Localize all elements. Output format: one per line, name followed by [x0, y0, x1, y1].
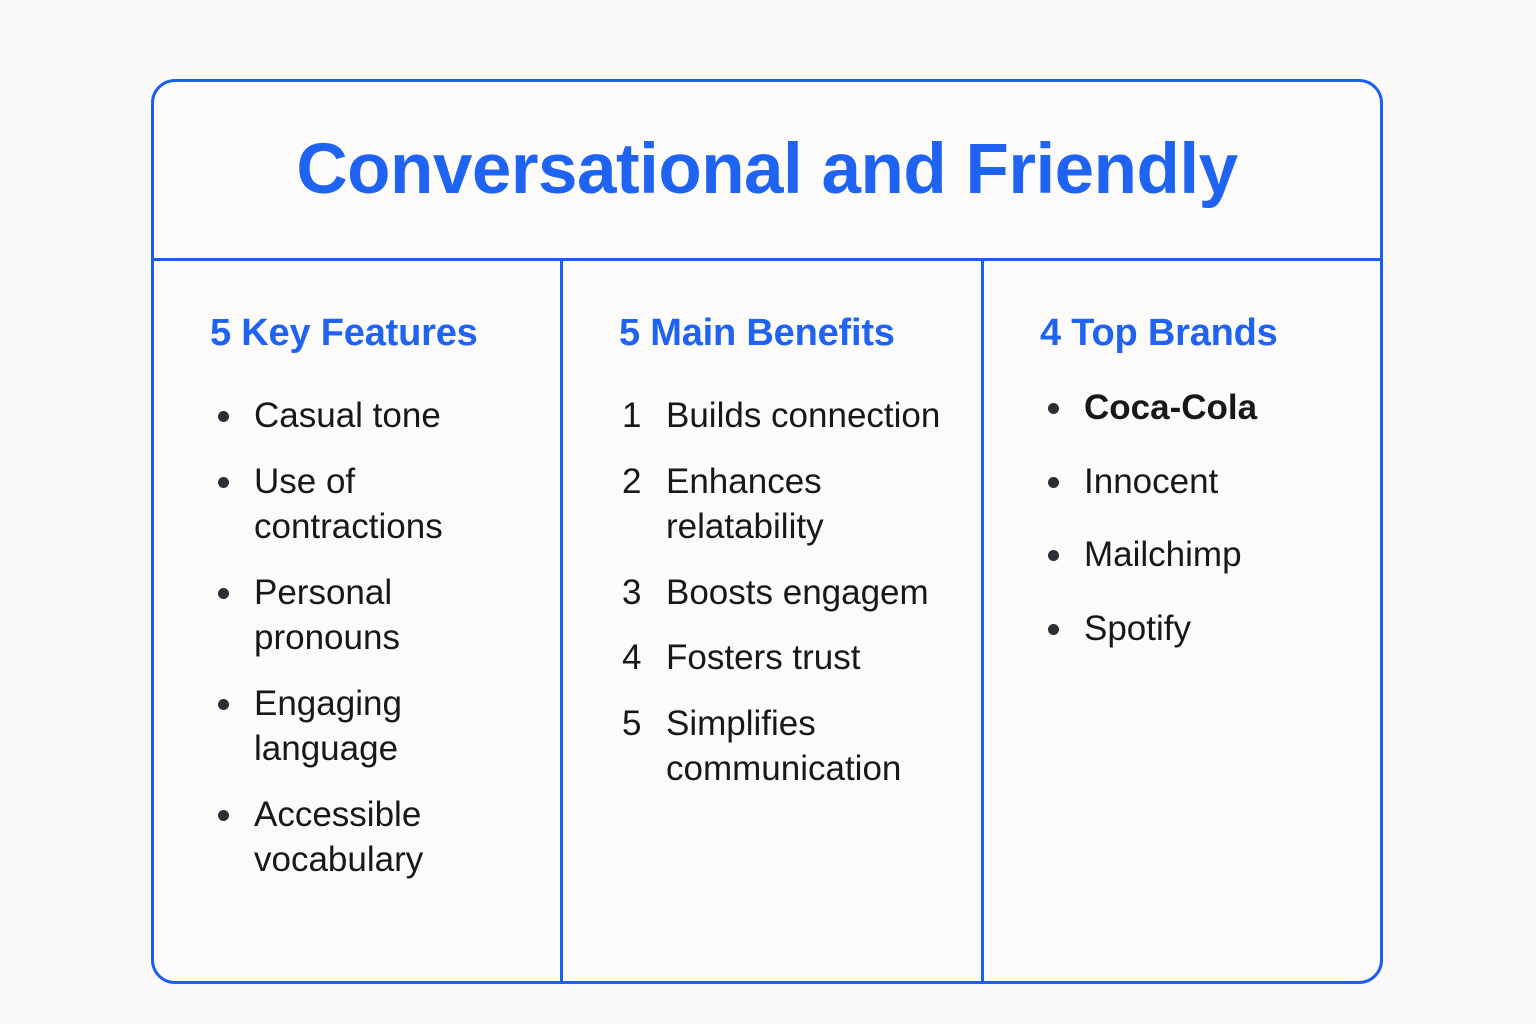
bullet-icon: [1048, 476, 1059, 488]
list-top-brands: Coca-Cola Innocent Mailchimp Spotify: [1040, 385, 1354, 651]
list-item-label: Innocent: [1084, 461, 1219, 501]
list-item-label: Simplifies communication: [666, 703, 902, 789]
bullet-icon: [1048, 403, 1059, 415]
list-item-label: Fosters trust: [666, 638, 861, 678]
column-heading-key-features: 5 Key Features: [210, 312, 478, 354]
column-main-benefits: 5 Main Benefits 1 Builds connection 2 En…: [560, 261, 981, 981]
list-item: 2 Enhances relatability: [619, 459, 955, 550]
list-item: Use of contractions: [210, 459, 534, 550]
list-item-label: Personal pronouns: [254, 572, 400, 658]
list-item-label: Engaging language: [254, 683, 402, 769]
list-item-label: Accessible vocabulary: [254, 794, 424, 880]
list-item-label: Casual tone: [254, 396, 441, 436]
list-key-features: Casual tone Use of contractions Personal…: [210, 393, 534, 883]
list-item: Spotify: [1040, 606, 1354, 652]
columns-container: 5 Key Features Casual tone Use of contra…: [154, 261, 1380, 981]
bullet-icon: [218, 476, 229, 488]
info-card: Conversational and Friendly 5 Key Featur…: [151, 79, 1383, 984]
list-item-label: Enhances relatability: [666, 461, 824, 547]
list-item-label: Boosts engagem: [666, 572, 929, 612]
column-heading-top-brands: 4 Top Brands: [1040, 312, 1278, 354]
page-title: Conversational and Friendly: [296, 129, 1238, 209]
bullet-icon: [1048, 623, 1059, 635]
list-item: 5 Simplifies communication: [619, 701, 955, 792]
list-item: 4 Fosters trust: [619, 635, 955, 681]
bullet-icon: [218, 411, 229, 423]
list-item-label: Use of contractions: [254, 461, 443, 547]
list-item: Innocent: [1040, 459, 1354, 505]
list-item-number: 2: [622, 461, 642, 501]
list-item: Engaging language: [210, 681, 534, 772]
column-heading-main-benefits: 5 Main Benefits: [619, 312, 895, 354]
list-item: Personal pronouns: [210, 570, 534, 661]
list-item-number: 1: [622, 396, 642, 436]
bullet-icon: [218, 698, 229, 710]
bullet-icon: [1048, 550, 1059, 562]
list-item: Casual tone: [210, 393, 534, 439]
column-top-brands: 4 Top Brands Coca-Cola Innocent Mailchim…: [981, 261, 1380, 981]
bullet-icon: [218, 809, 229, 821]
card-title-band: Conversational and Friendly: [154, 82, 1380, 258]
list-item-label: Mailchimp: [1084, 535, 1242, 575]
list-main-benefits: 1 Builds connection 2 Enhances relatabil…: [619, 393, 955, 792]
list-item-number: 5: [622, 703, 642, 743]
list-item: Accessible vocabulary: [210, 792, 534, 883]
list-item-label: Spotify: [1084, 608, 1191, 648]
list-item: Mailchimp: [1040, 532, 1354, 578]
list-item: 3 Boosts engagem: [619, 570, 955, 616]
list-item-label: Builds connection: [666, 396, 941, 436]
list-item-number: 3: [622, 572, 642, 612]
column-key-features: 5 Key Features Casual tone Use of contra…: [154, 261, 560, 981]
list-item: Coca-Cola: [1040, 385, 1354, 431]
bullet-icon: [218, 587, 229, 599]
list-item: 1 Builds connection: [619, 393, 955, 439]
list-item-number: 4: [622, 638, 642, 678]
title-divider: [154, 258, 1380, 261]
list-item-label: Coca-Cola: [1084, 388, 1258, 428]
